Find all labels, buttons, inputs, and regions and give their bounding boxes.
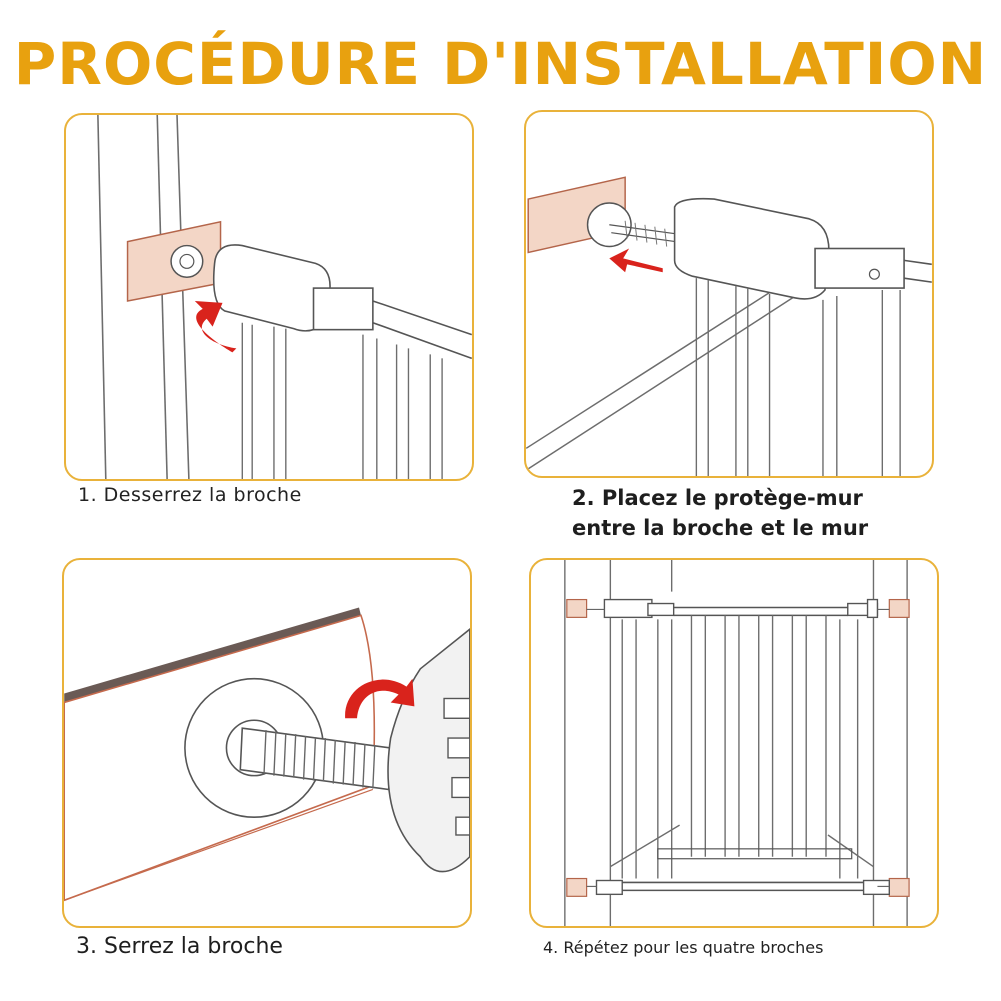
push-arrow-icon (609, 248, 663, 273)
step-3-illustration (62, 558, 472, 928)
step-3-caption: 3. Serrez la broche (76, 934, 283, 959)
step-2-caption: 2. Placez le protège-mur entre la broche… (572, 486, 869, 540)
page-title: PROCÉDURE D'INSTALLATION (13, 30, 988, 98)
step-1-illustration (64, 113, 474, 481)
step-2-illustration (524, 110, 934, 478)
gate-complete-drawing (564, 560, 910, 926)
rotate-arrow-icon (345, 678, 415, 719)
rotate-arrow-icon (194, 300, 237, 353)
gate-spindle-loosen-drawing (97, 115, 472, 479)
step-4-caption: 4. Répétez pour les quatre broches (543, 938, 824, 957)
step-1-caption: 1. Desserrez la broche (78, 484, 302, 506)
step-4-illustration (529, 558, 939, 928)
gate-spindle-tighten-drawing (64, 607, 470, 902)
gate-wall-protector-drawing (526, 176, 932, 476)
